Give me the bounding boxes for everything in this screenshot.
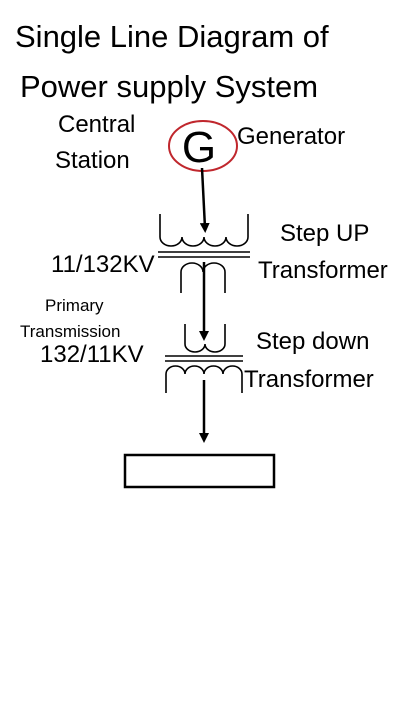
central-station-label-line1: Central	[58, 111, 135, 138]
step-down-rating: 132/11KV	[40, 341, 144, 368]
central-station-label-line2: Station	[55, 147, 130, 174]
generator-symbol: G	[168, 120, 238, 172]
step-down-label-line2: Transformer	[244, 366, 374, 393]
primary-transmission-label-line1: Primary	[45, 296, 104, 315]
diagram-title-line1: Single Line Diagram of	[15, 19, 329, 54]
generator-to-stepup-arrow	[199, 167, 210, 233]
step-up-label-line1: Step UP	[280, 220, 369, 247]
step-down-label-line1: Step down	[256, 328, 369, 355]
step-down-primary-winding	[184, 324, 226, 353]
step-up-label-line2: Transformer	[258, 257, 388, 284]
step-down-secondary-winding	[165, 365, 243, 393]
step-up-primary-winding	[159, 214, 249, 247]
primary-transmission-label-line2: Transmission	[20, 322, 120, 341]
step-up-transformer	[158, 214, 250, 293]
step-down-transformer	[165, 324, 243, 393]
load-box	[123, 453, 276, 489]
step-up-rating: 11/132KV	[51, 251, 155, 278]
generator-letter: G	[182, 123, 216, 172]
generator-label: Generator	[237, 123, 345, 150]
diagram-title-line2: Power supply System	[20, 69, 318, 104]
